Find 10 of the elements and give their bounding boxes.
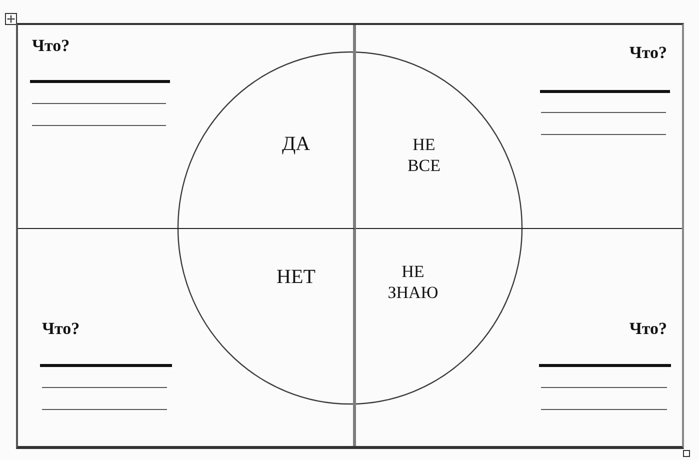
table-cell — [18, 25, 356, 229]
question-label: Что? — [629, 319, 667, 339]
circle — [177, 51, 523, 405]
question-label: Что? — [32, 36, 70, 56]
answer-label: ДА — [280, 133, 312, 155]
question-label: Что? — [42, 319, 80, 339]
answer-label: НЕТ — [276, 266, 316, 288]
question-label: Что? — [629, 43, 667, 63]
answer-label: НЕ ЗНАЮ — [386, 261, 440, 303]
answer-label: НЕ ВСЕ — [406, 134, 442, 176]
